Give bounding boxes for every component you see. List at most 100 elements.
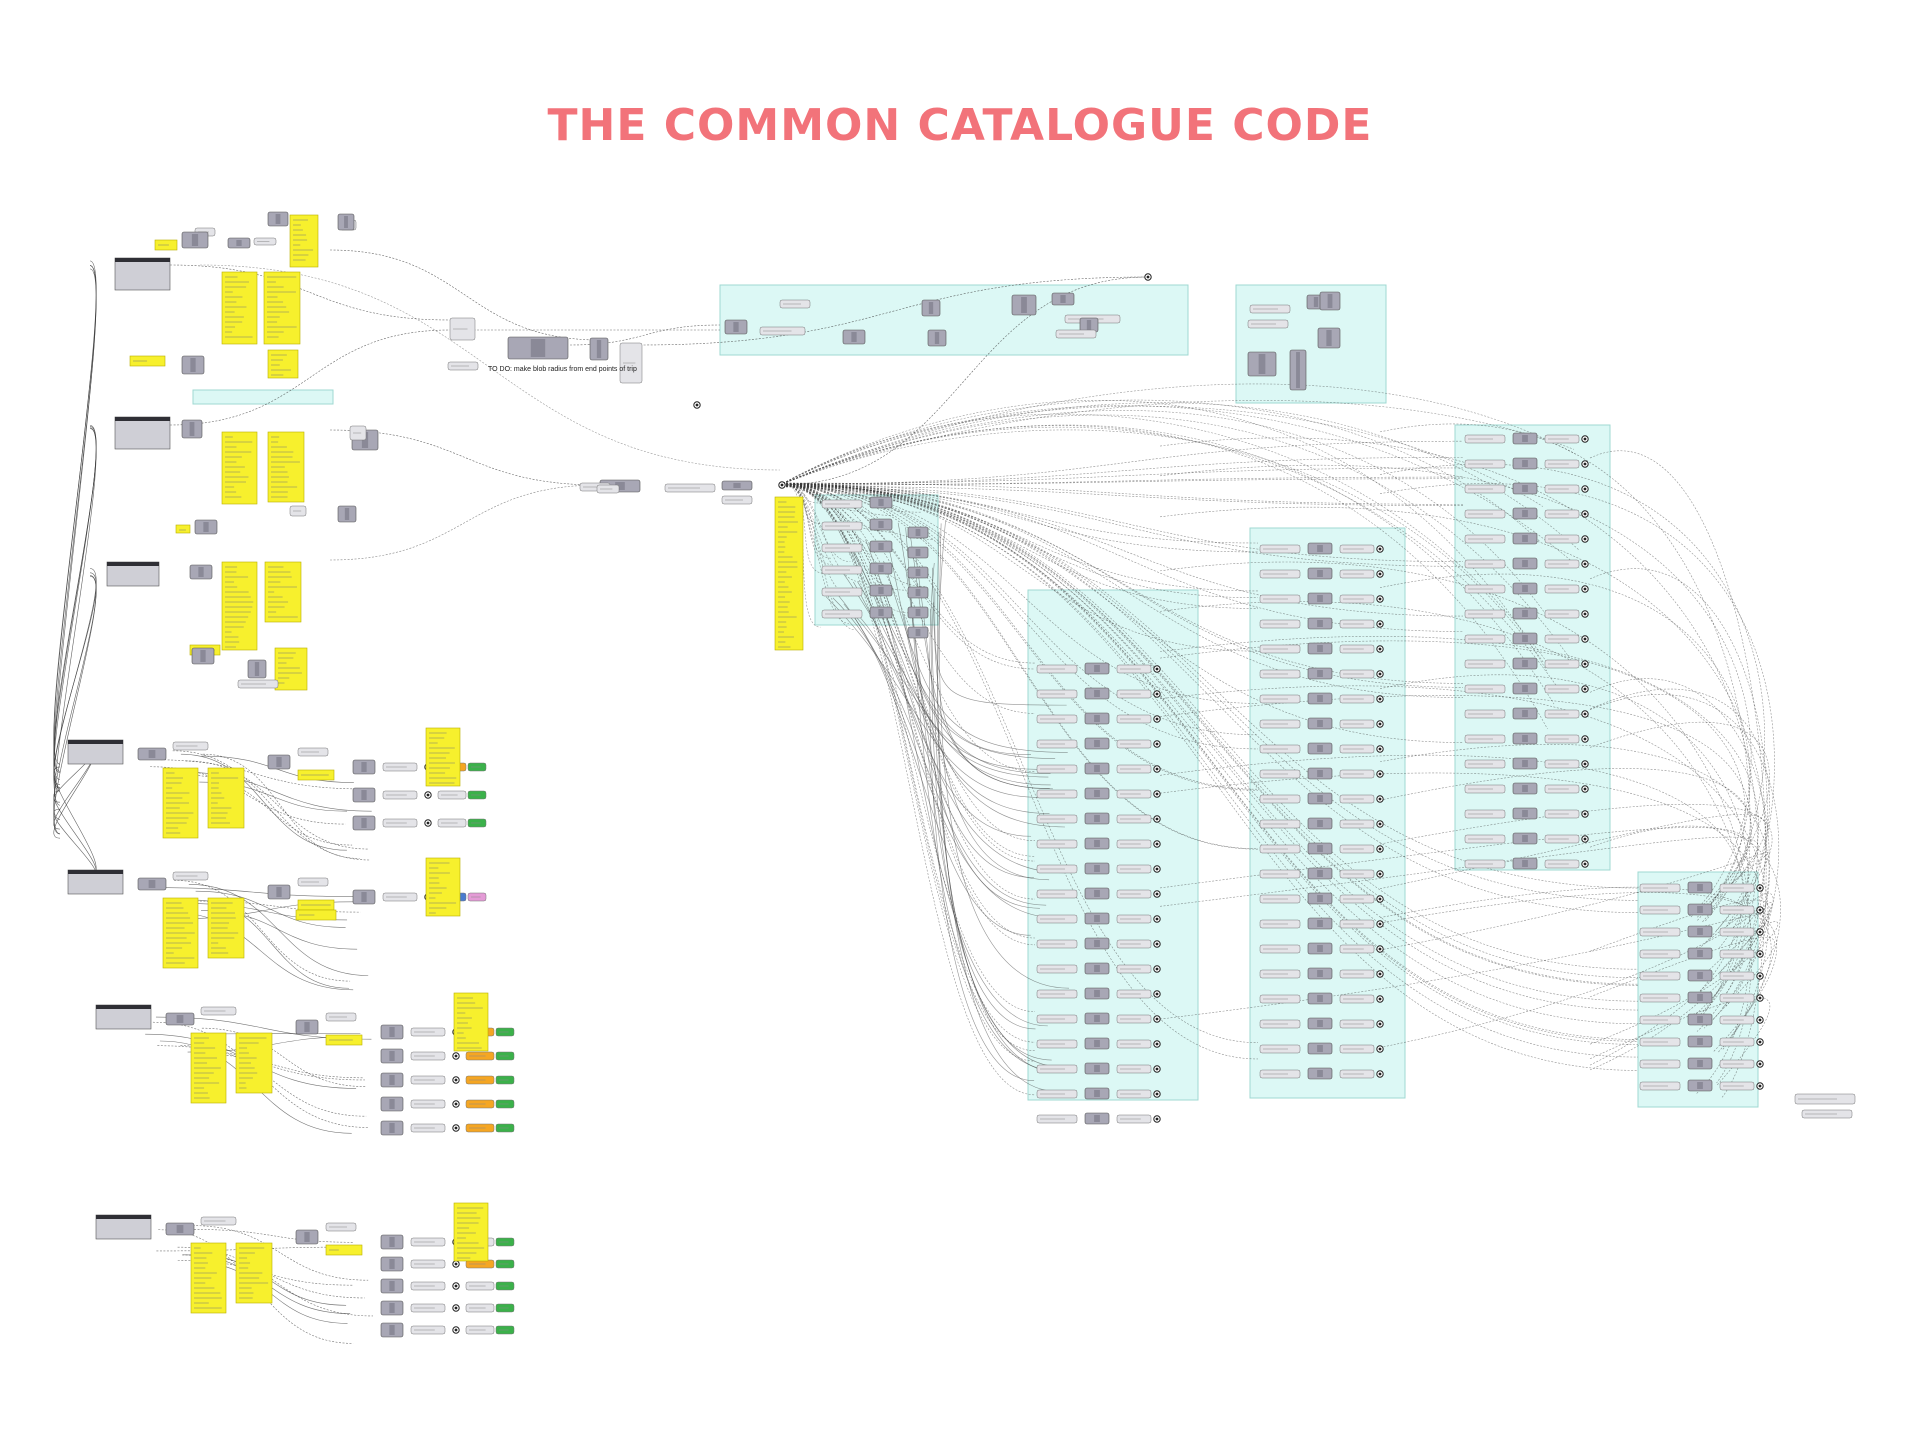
component-core xyxy=(1094,790,1100,797)
component-core xyxy=(1317,895,1323,902)
component-core xyxy=(389,1027,395,1037)
wire xyxy=(785,485,1639,1002)
component-core xyxy=(915,529,921,536)
wire xyxy=(785,456,1464,485)
component-core xyxy=(1094,715,1100,722)
output-dot-core xyxy=(1378,672,1382,676)
wire xyxy=(785,485,1464,684)
output-dot-core xyxy=(454,1102,458,1106)
wire xyxy=(785,483,1639,1045)
wire xyxy=(903,613,1056,759)
cluster-node-header xyxy=(107,562,159,566)
yellow-panel xyxy=(774,496,804,651)
node-layer xyxy=(67,211,1856,1338)
component-core xyxy=(1317,920,1323,927)
wire xyxy=(785,483,1259,1043)
output-dot-core xyxy=(1583,562,1587,566)
output-dot-core xyxy=(780,483,784,487)
wire xyxy=(934,587,1067,706)
component-core xyxy=(1522,585,1528,592)
component-core xyxy=(200,650,206,662)
component-core xyxy=(1327,294,1333,308)
wire xyxy=(785,484,1639,978)
wire xyxy=(187,774,353,846)
component-core xyxy=(934,332,940,344)
wire xyxy=(785,485,1464,617)
component-core xyxy=(1317,570,1323,577)
component-core xyxy=(361,818,367,828)
component-core xyxy=(1522,710,1528,717)
wire xyxy=(329,484,601,561)
component-core xyxy=(304,1232,310,1242)
wire xyxy=(1159,772,1765,1009)
wire xyxy=(1379,744,1770,1017)
wire xyxy=(53,790,97,877)
wire xyxy=(53,265,97,765)
output-dot-core xyxy=(1583,512,1587,516)
wire xyxy=(1159,685,1769,1051)
component-core xyxy=(1317,670,1323,677)
output-dot-core xyxy=(1378,1072,1382,1076)
wire xyxy=(185,760,370,850)
wire xyxy=(1379,573,1751,922)
wire xyxy=(785,484,1036,862)
component-core xyxy=(1086,320,1092,330)
component-core xyxy=(596,340,602,358)
wire xyxy=(785,484,1036,714)
yellow-panel xyxy=(221,431,258,505)
wire xyxy=(785,467,1464,484)
output-dot-core xyxy=(1378,747,1382,751)
output-dot-core xyxy=(1155,1117,1159,1121)
cluster-node-header xyxy=(96,1215,151,1219)
wire xyxy=(779,424,1555,705)
component-core xyxy=(191,234,199,246)
output-dot-core xyxy=(1155,667,1159,671)
component-core xyxy=(276,887,282,897)
output-dot-core xyxy=(1583,787,1587,791)
output-dot-core xyxy=(1583,762,1587,766)
output-dot-core xyxy=(1378,772,1382,776)
wire xyxy=(785,484,851,562)
output-dot-core xyxy=(1155,792,1159,796)
component-core xyxy=(1697,906,1703,913)
cluster-node xyxy=(114,416,171,450)
component-core xyxy=(1094,940,1100,947)
output-dot-core xyxy=(454,1126,458,1130)
wire xyxy=(785,478,1464,486)
component-core xyxy=(1697,1038,1703,1045)
component-core xyxy=(1326,330,1332,346)
output-dot-core xyxy=(1378,947,1382,951)
component-core xyxy=(389,1237,395,1247)
output-dot-core xyxy=(1155,892,1159,896)
wire xyxy=(785,476,1464,486)
component-core xyxy=(1522,785,1528,792)
component-core xyxy=(1094,840,1100,847)
wire xyxy=(1379,907,1758,1048)
wire xyxy=(883,560,1068,753)
wire xyxy=(785,484,910,614)
output-dot-core xyxy=(1155,742,1159,746)
component-core xyxy=(1697,1016,1703,1023)
wire xyxy=(837,594,1031,936)
wire xyxy=(779,414,1573,663)
page-title: THE COMMON CATALOGUE CODE xyxy=(547,100,1373,151)
output-dot-core xyxy=(1155,817,1159,821)
wire xyxy=(53,426,97,780)
wire xyxy=(199,264,781,471)
component-core xyxy=(878,587,884,594)
yellow-panel xyxy=(129,355,166,367)
wire xyxy=(785,485,1259,553)
yellow-panel xyxy=(221,561,258,651)
component-core xyxy=(1522,535,1528,542)
wire xyxy=(1159,640,1746,917)
output-dot-core xyxy=(1378,572,1382,576)
component-core xyxy=(1094,1040,1100,1047)
component-core xyxy=(1094,1090,1100,1097)
yellow-panel xyxy=(453,1202,489,1262)
wire xyxy=(785,485,1036,1043)
output-dot-core xyxy=(1378,547,1382,551)
component-core xyxy=(389,1075,395,1085)
output-dot-core xyxy=(454,1284,458,1288)
component-core xyxy=(1094,965,1100,972)
